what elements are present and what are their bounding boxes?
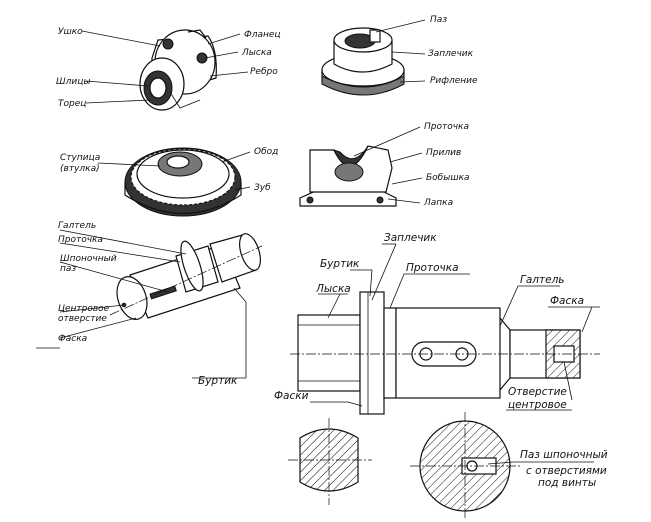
label-paz: Паз bbox=[430, 15, 447, 25]
label-galtel-left: Галтель bbox=[58, 221, 96, 231]
label-protochka-draw: Проточка bbox=[406, 262, 459, 274]
label-tsentrovoe-draw: центровое bbox=[508, 399, 567, 411]
label-otverstie-left: отверстие bbox=[58, 314, 107, 324]
label-burtik-draw: Буртик bbox=[320, 258, 360, 270]
label-otverstie-draw: Отверстие bbox=[508, 386, 567, 398]
label-pod-vinty: под винты bbox=[538, 477, 596, 489]
label-shponochny-paz: паз bbox=[60, 264, 76, 274]
label-protochka-mid: Проточка bbox=[424, 122, 469, 132]
label-paz-shponochny: Паз шпоночный bbox=[520, 449, 608, 461]
label-lyska-top: Лыска bbox=[241, 48, 272, 58]
shaft-isometric-figure bbox=[109, 233, 263, 320]
label-vtulka: (втулка) bbox=[60, 164, 100, 174]
label-obod: Обод bbox=[254, 147, 278, 157]
label-stupitsa: Ступица bbox=[60, 153, 100, 163]
label-protochka-left: Проточка bbox=[58, 235, 103, 245]
label-burtik-left: Буртик bbox=[198, 375, 238, 387]
section-keyway-figure bbox=[410, 412, 520, 520]
label-torets: Торец bbox=[58, 99, 86, 109]
label-galtel-draw: Галтель bbox=[520, 274, 564, 286]
label-flanets: Фланец bbox=[244, 30, 281, 40]
label-faski-draw: Фаски bbox=[274, 390, 309, 402]
gear-figure bbox=[124, 147, 242, 217]
label-faska-draw: Фаска bbox=[550, 295, 584, 307]
knurled-nut-leaders bbox=[375, 19, 426, 83]
label-bobyshka: Бобышка bbox=[426, 173, 470, 183]
shaft-isometric-leaders bbox=[36, 229, 247, 379]
label-lyska-draw: Лыска bbox=[315, 283, 351, 295]
label-zaplechik-top: Заплечик bbox=[428, 49, 474, 59]
label-riflenie: Рифление bbox=[430, 76, 478, 86]
section-flat-figure bbox=[288, 418, 372, 505]
label-ushko: Ушко bbox=[58, 27, 83, 37]
flange-part-leaders bbox=[81, 30, 249, 104]
shaft-drawing-leaders bbox=[310, 243, 600, 411]
label-tsentrovoe: Центровое bbox=[58, 304, 110, 314]
section-keyway-leaders bbox=[487, 461, 594, 465]
label-s-otverstiyami: с отверстиями bbox=[526, 465, 607, 477]
gear-leaders bbox=[97, 151, 251, 191]
housing-figure bbox=[299, 145, 397, 207]
label-zub: Зуб bbox=[254, 183, 271, 193]
label-shlitsy: Шлицы bbox=[56, 77, 90, 87]
label-rebro: Ребро bbox=[250, 67, 278, 77]
label-faska-left: Фаска bbox=[58, 334, 87, 344]
label-lapka: Лапка bbox=[423, 198, 453, 208]
label-priliv: Прилив bbox=[426, 148, 461, 158]
knurled-nut-figure bbox=[321, 27, 405, 96]
label-zaplechik-draw: Заплечик bbox=[384, 232, 437, 244]
shaft-drawing-figure bbox=[290, 291, 600, 415]
label-shponochny: Шпоночный bbox=[60, 254, 117, 264]
flange-part-figure bbox=[139, 29, 217, 111]
housing-leaders bbox=[353, 126, 423, 204]
